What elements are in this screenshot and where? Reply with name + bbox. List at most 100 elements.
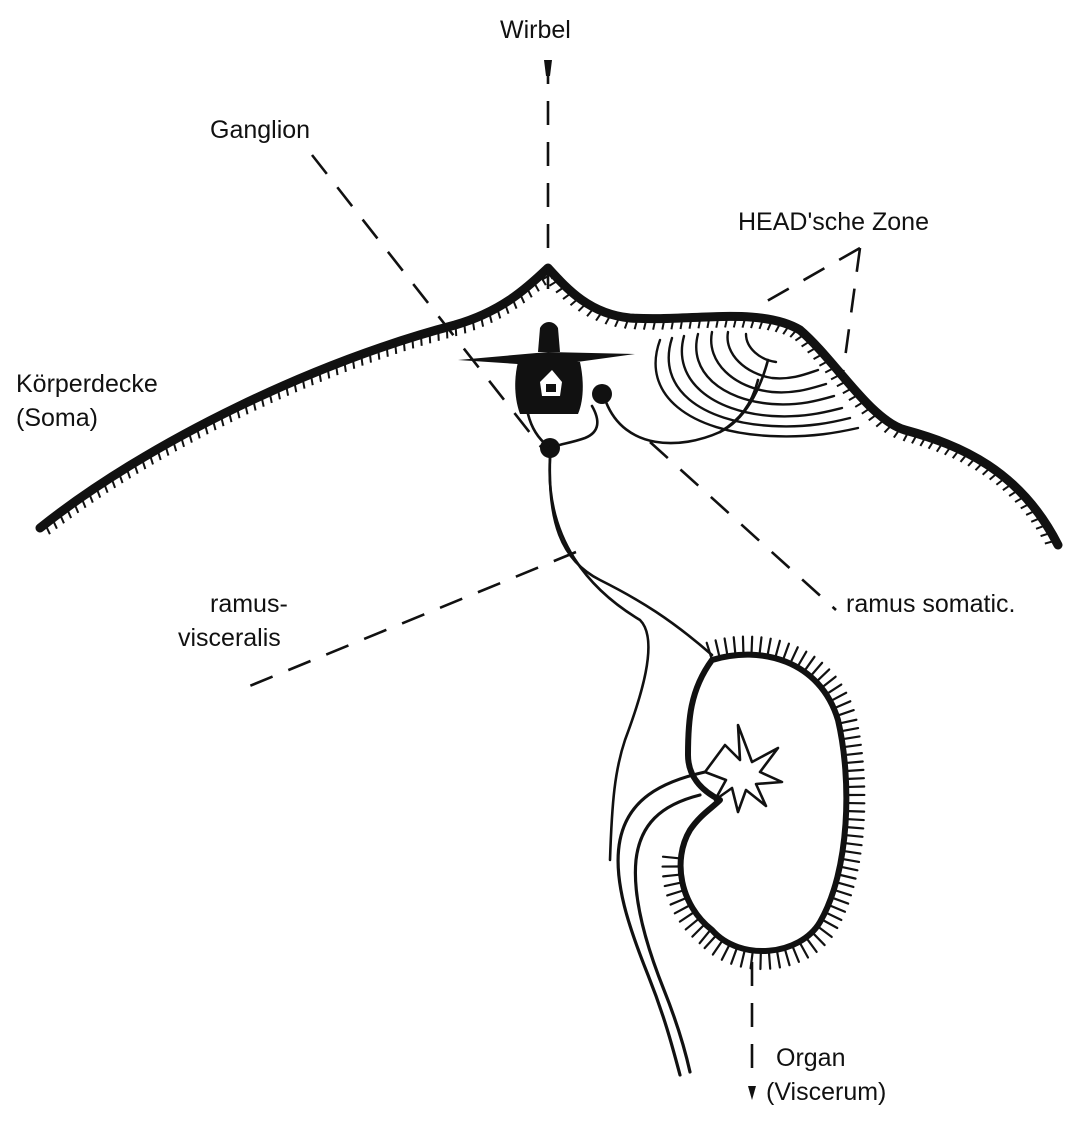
kidney-hatch-line bbox=[722, 946, 729, 959]
kidney-hatch-line bbox=[760, 637, 762, 652]
kidney-hatch-line bbox=[731, 950, 736, 964]
kidney-hatch-line bbox=[705, 937, 715, 948]
label-organ: Organ bbox=[776, 1044, 845, 1072]
label-ramus-visceralis-2: visceralis bbox=[178, 624, 281, 652]
kidney-hatch-line bbox=[842, 720, 857, 723]
head-zone-leader-2 bbox=[842, 248, 860, 380]
kidney-hatch-line bbox=[849, 811, 864, 812]
labels: Wirbel Ganglion HEAD'sche Zone Körperdec… bbox=[16, 16, 1015, 1106]
kidney-hatch-line bbox=[713, 942, 721, 954]
skin-hatch-tick bbox=[885, 426, 891, 433]
kidney-hatch-line bbox=[808, 940, 817, 952]
kidney-hatch-line bbox=[829, 685, 842, 693]
kidney-hatch-line bbox=[768, 639, 771, 654]
skin-hatch-tick bbox=[387, 348, 388, 357]
skin-hatch-tick bbox=[378, 351, 379, 360]
kidney-hatch-line bbox=[671, 899, 685, 905]
skin-hatch-tick bbox=[353, 360, 354, 369]
label-ramus-somatic: ramus somatic. bbox=[846, 590, 1015, 618]
kidney-hatch-line bbox=[734, 637, 735, 652]
kidney-hatch-line bbox=[741, 952, 744, 967]
kidney-hatch-line bbox=[667, 891, 681, 895]
kidney-hatch-line bbox=[845, 736, 860, 738]
kidney-hatch-line bbox=[849, 778, 864, 779]
skin-hatch-tick bbox=[370, 353, 371, 362]
kidney-hatch-line bbox=[848, 827, 863, 828]
kidney-hatch-line bbox=[847, 843, 862, 845]
kidney-hatch-line bbox=[848, 835, 863, 837]
kidney-hatch-line bbox=[675, 906, 688, 913]
skin-hatch-tick bbox=[345, 363, 346, 372]
kidney-hatch-line bbox=[833, 693, 846, 700]
kidney-hatch-line bbox=[680, 913, 692, 921]
kidney-hatch-line bbox=[846, 851, 861, 853]
label-wirbel: Wirbel bbox=[500, 16, 571, 44]
kidney-hatch-line bbox=[799, 652, 807, 665]
kidney-hatch-line bbox=[831, 906, 845, 912]
kidney-hatch-line bbox=[849, 819, 864, 820]
kidney-hatch-line bbox=[806, 657, 815, 669]
kidney-hatch-line bbox=[828, 913, 842, 919]
kidney-hatch-line bbox=[840, 710, 854, 715]
kidney-hatch-line bbox=[848, 761, 863, 762]
kidney-hatch-line bbox=[847, 753, 862, 755]
label-ramus-visceralis-1: ramus- bbox=[210, 590, 288, 618]
kidney-hatch-line bbox=[818, 669, 829, 679]
kidney-hatch-line bbox=[814, 934, 824, 945]
skin-hatch-tick bbox=[361, 357, 362, 366]
skin-hatch-tick bbox=[1003, 485, 1011, 490]
kidney-organ bbox=[618, 637, 864, 1075]
kidney-hatch-line bbox=[837, 891, 851, 896]
kidney-hatch-line bbox=[716, 640, 719, 655]
kidney-hatch-line bbox=[785, 951, 789, 965]
skin-hatch-tick bbox=[395, 345, 396, 354]
kidney-hatch-line bbox=[837, 701, 851, 707]
head-zone-leader-1 bbox=[760, 248, 860, 305]
kidney-hatch-line bbox=[725, 639, 727, 654]
kidney-hatch-line bbox=[665, 883, 680, 886]
skin-hatch-tick bbox=[473, 321, 474, 330]
skin-hatch-tick bbox=[578, 305, 585, 312]
skin-hatch-tick bbox=[142, 460, 145, 469]
kidney-hatch-line bbox=[846, 745, 861, 747]
skin-hatch-tick bbox=[876, 421, 883, 427]
kidney-hatch-line bbox=[843, 728, 858, 731]
skin-hatch-tick bbox=[849, 396, 857, 401]
ramus-somatic-leader bbox=[650, 442, 836, 610]
kidney-hatch-line bbox=[820, 928, 832, 937]
skin-hatch-tick bbox=[438, 332, 439, 341]
kidney-hatch-line bbox=[700, 932, 709, 944]
kidney-hatch-line bbox=[848, 770, 863, 771]
label-soma: (Soma) bbox=[16, 404, 98, 432]
skin-hatch-tick bbox=[404, 342, 405, 351]
label-viscerum: (Viscerum) bbox=[766, 1078, 886, 1106]
skin-hatch-tick bbox=[430, 334, 431, 343]
kidney-hatch-line bbox=[776, 641, 780, 655]
skin-hatch-tick bbox=[336, 366, 337, 375]
kidney-hatch-line bbox=[777, 953, 780, 968]
kidney-hatch-line bbox=[824, 921, 837, 928]
skin-hatch-tick bbox=[563, 294, 570, 300]
label-head-zone: HEAD'sche Zone bbox=[738, 208, 929, 236]
kidney-hatch-line bbox=[791, 647, 797, 661]
kidney-hatch-line bbox=[686, 920, 698, 930]
skin-hatch-tick bbox=[862, 409, 870, 414]
skin-hatch-tick bbox=[1009, 491, 1017, 496]
kidney-hatch-line bbox=[824, 677, 836, 686]
label-ganglion: Ganglion bbox=[210, 116, 310, 144]
kidney-hatch-line bbox=[839, 883, 853, 887]
skin-hatch-tick bbox=[855, 402, 863, 407]
label-koerperdecke: Körperdecke bbox=[16, 370, 158, 398]
skin-hatch-tick bbox=[975, 464, 981, 471]
kidney-hatch-line bbox=[752, 637, 753, 652]
skin-hatch-tick bbox=[983, 468, 990, 474]
kidney-hatch-line bbox=[769, 954, 770, 969]
kidney-hatch-line bbox=[812, 663, 822, 674]
skin-hatch-tick bbox=[990, 474, 997, 480]
skin-hatch-tick bbox=[456, 327, 457, 336]
skin-hatch-tick bbox=[421, 337, 422, 346]
nerve-fibers bbox=[528, 360, 768, 860]
kidney-hatch-line bbox=[793, 948, 799, 962]
kidney-hatch-line bbox=[841, 875, 856, 879]
